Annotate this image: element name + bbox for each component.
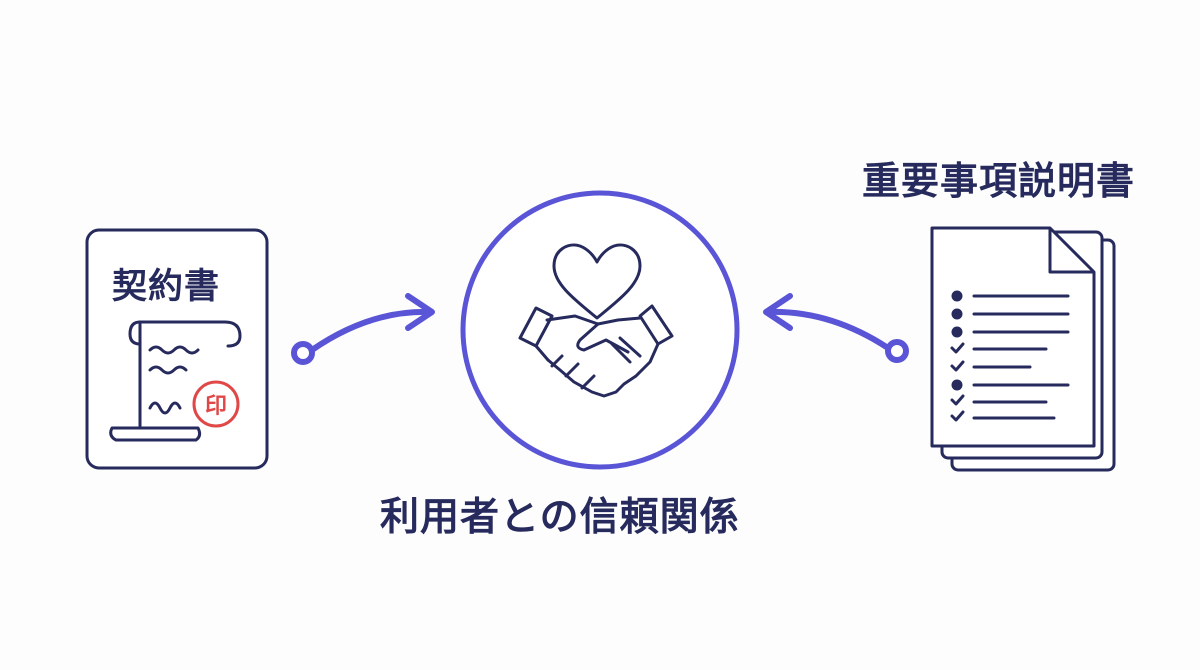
contract-title: 契約書: [112, 267, 221, 307]
seal-label: 印: [205, 394, 227, 419]
trust-circle: [460, 190, 740, 470]
seal-stamp: 印: [192, 380, 240, 428]
contract-scroll-icon: [109, 320, 242, 442]
left-connector-arrow: [291, 293, 435, 365]
right-connector-arrow: [763, 293, 909, 363]
explanation-document-title: 重要事項説明書: [862, 159, 1136, 203]
trust-relationship-label: 利用者との信頼関係: [380, 495, 740, 540]
checklist-items: [950, 290, 1070, 422]
heart-handshake-icon: [518, 243, 674, 398]
